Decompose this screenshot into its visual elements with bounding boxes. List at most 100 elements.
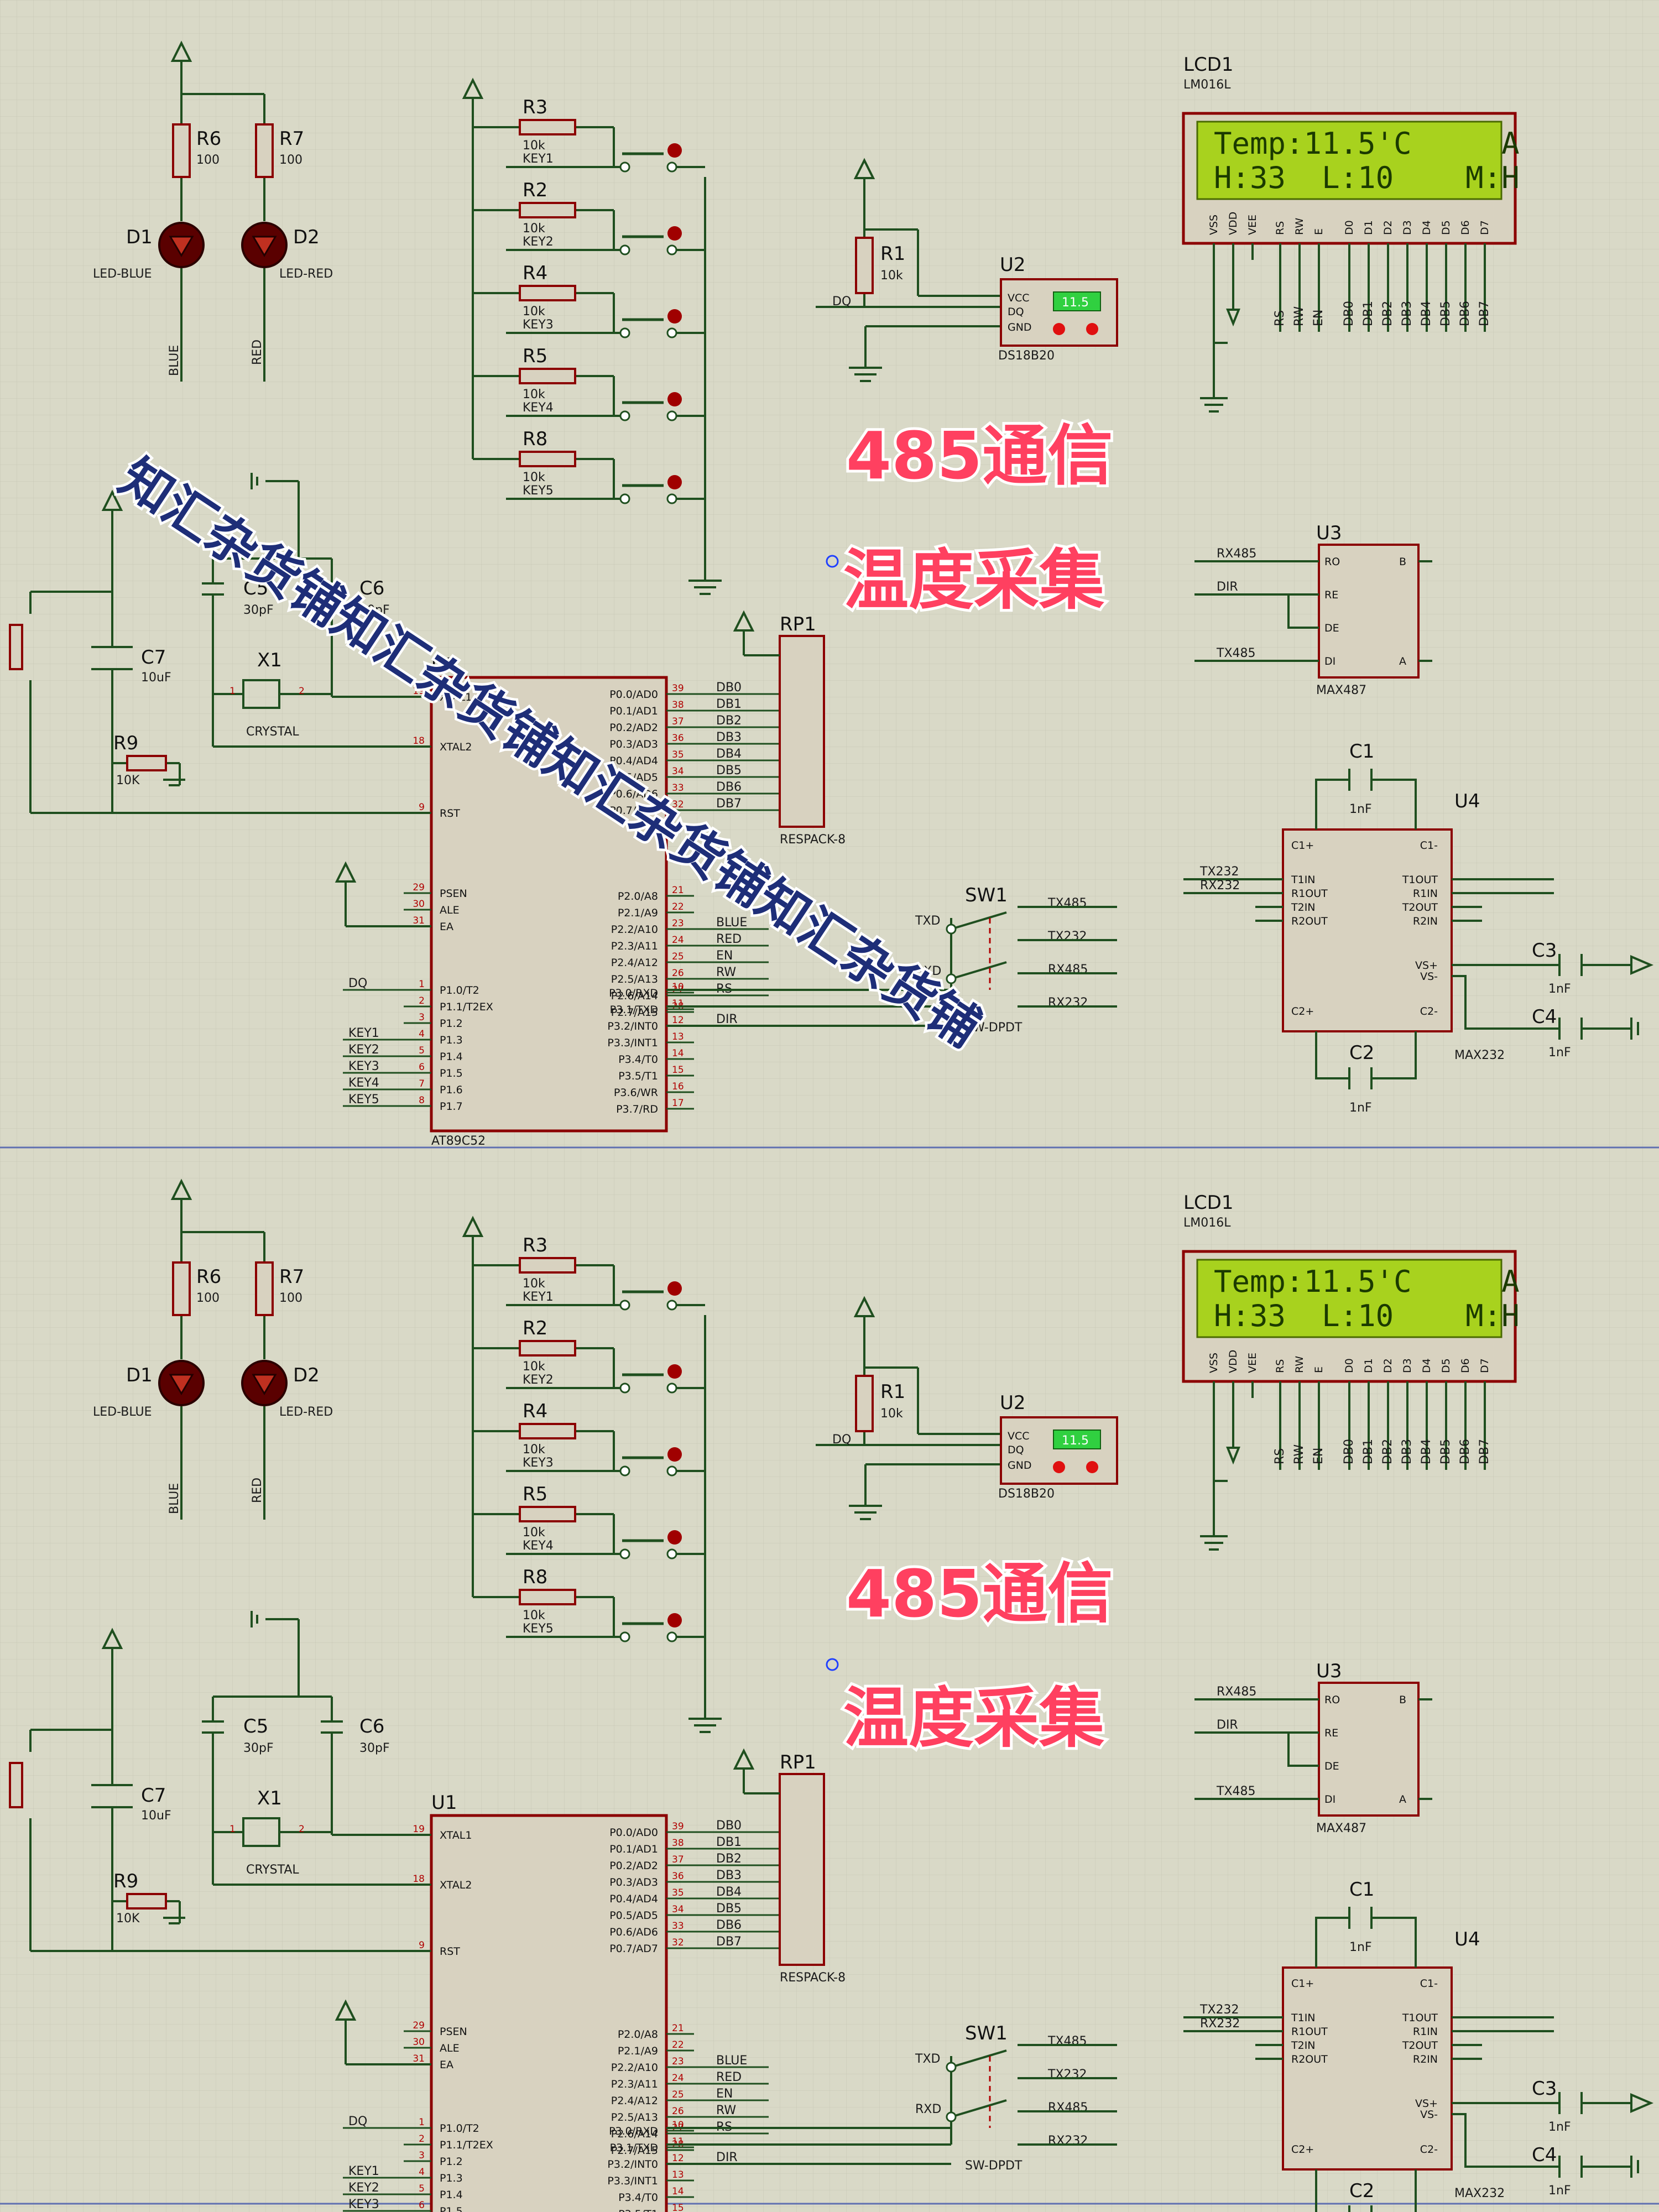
mcu-pin-name: XTAL2 [440,741,472,753]
crystal-x1[interactable] [242,679,280,709]
max487-chip[interactable] [1318,544,1420,679]
key-resistor-ref: R5 [523,345,547,367]
u2-ref: U2 [1000,254,1026,276]
reset-button[interactable] [9,624,23,670]
switch-terminal-icon[interactable] [946,973,957,984]
max232-chip[interactable] [1282,828,1453,1032]
c6-value: 30pF [359,603,390,617]
max232-wires [1183,769,1639,1089]
mcu-pin-number: 3 [419,1012,425,1023]
c7-value: 10uF [141,671,171,685]
max232-left-pin: C2+ [1291,1005,1314,1018]
mcu-pin-number: 23 [672,918,684,929]
key-resistor-value: 10k [523,139,545,153]
mcu-net-label: RED [716,932,742,946]
key-wires [462,77,722,595]
pushbutton-terminal-icon [619,244,630,255]
c4-value: 1nF [1548,1046,1571,1060]
lcd-pin-label: D4 [1421,220,1433,235]
key-resistor-value: 10k [523,305,545,319]
c2-ref: C2 [1349,1042,1374,1064]
mcu-pin-name: P2.3/A11 [611,940,658,952]
rp1-ref: RP1 [780,613,816,635]
lcd-pin-label: VEE [1246,215,1259,235]
mcu-net-label: EN [716,949,733,963]
mcu-left-net-label: KEY3 [348,1060,379,1073]
resistor-r5[interactable] [519,368,576,384]
mcu-pin-name: P0.0/AD0 [609,688,658,701]
sw-net-txd: TXD [915,914,940,928]
mcu-pin-name: EA [440,921,453,933]
switch-terminal-icon[interactable] [946,924,957,935]
x1-ref: X1 [257,649,282,671]
max232-left-pin: C1+ [1291,839,1314,852]
mcu-pin-name: P0.7/AD7 [609,805,658,817]
resistor-r2[interactable] [519,202,576,218]
lcd-pin-label: D6 [1459,220,1472,235]
resistor-r7[interactable] [255,123,274,178]
mcu-pin-number: 14 [672,1048,684,1059]
r6-value: 100 [196,153,220,167]
resistor-r8[interactable] [519,451,576,467]
sw-net-tx232: TX232 [1047,930,1087,943]
mcu-pin-name: P0.1/AD1 [609,705,658,717]
c6-ref: C6 [359,577,384,599]
r7-ref: R7 [279,128,304,150]
net-blue: BLUE [168,345,181,376]
mcu-pin-number: 30 [413,899,425,910]
mcu-pin-name: P2.1/A9 [618,907,658,919]
mcu-pin-number: 26 [672,968,684,979]
schematic-sheet: R6 100 R7 100 D1 LED-BLUE D2 LED-RED BLU… [9,40,1654,1148]
lcd-pin-label: RS [1274,221,1286,235]
mcu-at89c52[interactable] [430,676,668,1133]
pushbutton-key3[interactable] [667,309,682,324]
resistor-r1[interactable] [855,237,874,294]
respack-rp1[interactable] [779,635,825,828]
pushbutton-terminal-icon [619,410,630,421]
net-red: RED [251,340,264,365]
pushbutton-key1[interactable] [667,143,682,158]
resistor-r3[interactable] [519,119,576,135]
mcu-net-label: DIR [716,1013,738,1026]
mcu-left-net-label: KEY2 [348,1043,379,1057]
mcu-net-label: DB6 [716,780,742,794]
overlay-title-line1: 485通信 [846,418,1113,494]
pushbutton-key2[interactable] [667,226,682,241]
c3-ref: C3 [1532,940,1557,962]
sensor-button-icon[interactable] [1053,323,1065,335]
net-tx485: TX485 [1216,646,1256,660]
d1-ref: D1 [126,226,153,248]
mcu-left-net-label: KEY5 [348,1093,379,1107]
sensor-button-icon[interactable] [1086,323,1098,335]
mcu-pin-name: ALE [440,904,460,916]
lcd-pin-label: D0 [1343,220,1355,235]
mcu-pin-name: PSEN [440,888,467,900]
lcd-model: LM016L [1183,78,1231,92]
resistor-r6[interactable] [172,123,191,178]
lcd-pin-label: RW [1293,218,1306,235]
resistor-r9[interactable] [126,755,167,771]
resistor-r4[interactable] [519,285,576,301]
max232-right-pin: R2IN [1413,915,1438,927]
mcu-ext-wires [335,861,952,1027]
mcu-pin-name: XTAL1 [440,691,472,703]
u1-ref: U1 [431,654,457,676]
pushbutton-terminal-icon [666,244,677,255]
max232-left-pin: T1IN [1291,874,1316,886]
mcu-pin-number: 13 [672,1031,684,1042]
x1-pin-1: 1 [229,686,236,697]
pushbutton-key5[interactable] [667,475,682,489]
d2-ref: D2 [293,226,320,248]
pushbutton-key4[interactable] [667,392,682,406]
lcd-net-label: RW [1292,306,1306,326]
mcu-pin-number: 38 [672,700,684,711]
mcu-pin-number: 16 [672,1081,684,1092]
crosshair-icon [826,1658,839,1671]
mcu-pin-name: P3.1/TXD [610,1004,658,1016]
mcu-pin-name: P0.5/AD5 [609,771,658,784]
u3-pin-de: DE [1324,622,1339,634]
mcu-net-label: BLUE [716,916,747,930]
max232-left-pin: T2IN [1291,901,1316,914]
lcd-pin-label: VDD [1227,212,1239,235]
